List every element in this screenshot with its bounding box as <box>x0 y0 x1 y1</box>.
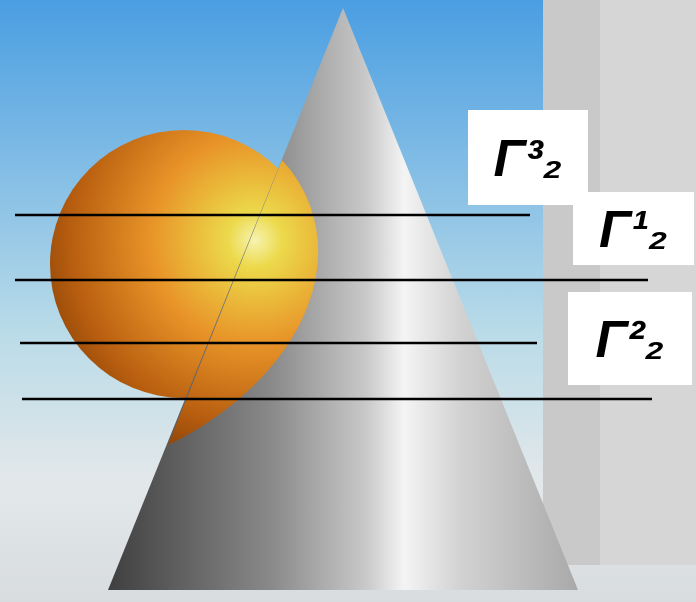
plane-label: Γ²₂ <box>568 292 692 385</box>
plane-label: Γ³₂ <box>468 110 588 205</box>
plane-label: Γ¹₂ <box>573 192 694 265</box>
